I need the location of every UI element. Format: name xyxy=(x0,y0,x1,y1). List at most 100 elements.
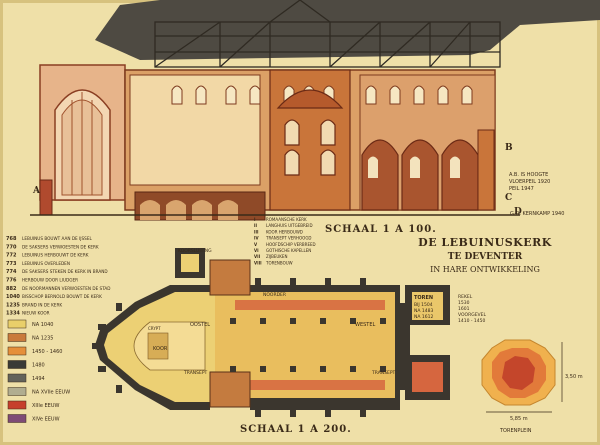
dim-height: 3,50 m xyxy=(565,374,583,380)
section-legend-text: TRANSEPT VERHOOGD xyxy=(265,236,312,241)
crypt-section xyxy=(134,191,266,221)
section-legend-text: LANGHUIS UITGEBREID xyxy=(266,223,313,228)
annotation-line-3: PEIL 1947 xyxy=(509,186,534,192)
chronology-year: 1334 xyxy=(6,311,20,317)
title-line-2: TE DEVENTER xyxy=(448,252,523,262)
legend-swatch xyxy=(7,333,27,342)
chronology-year: 773 xyxy=(6,261,17,267)
chronology-text: LEBUINUS HERBOUWT DE KERK xyxy=(22,253,89,258)
plan-crypt xyxy=(147,332,169,360)
nave-arcade xyxy=(361,129,495,211)
signature: G.D. KERNKAMP 1940 xyxy=(510,211,564,217)
legend-swatch xyxy=(7,346,27,356)
chronology-year: 882 xyxy=(6,286,17,292)
section-legend-letter: VI xyxy=(254,248,259,253)
label-tower-side: REKEL xyxy=(458,294,473,300)
plan-north-aisle xyxy=(235,300,385,310)
plan-north-transept xyxy=(209,259,251,296)
chronology-row: 882 DE NOORMANNEN VERWOESTEN DE STAD xyxy=(6,286,111,292)
label-tower-side-year-2: 1601 xyxy=(458,306,470,312)
scale-bottom: SCHAAL 1 A 200. xyxy=(240,424,352,435)
section-legend-row: V HOOFDSCHIP VERBREED xyxy=(254,242,316,247)
chronology-text: NIEUW KOOR xyxy=(22,311,50,316)
roof-shadow xyxy=(95,0,600,60)
legend-row: XIIIe EEUW xyxy=(7,400,59,410)
legend-row: 1480 xyxy=(7,360,45,369)
legend-row: 1450 - 1460 xyxy=(7,346,62,356)
section-legend-row: III KOOR HERBOUWD xyxy=(254,229,303,234)
chronology-text: DE SAKSERS STEKEN DE KERK IN BRAND xyxy=(22,269,108,274)
label-toren: TOREN xyxy=(414,295,433,301)
section-legend-row: VII ZIJBEUKEN xyxy=(254,254,287,259)
chronology-year: 1040 xyxy=(6,294,20,300)
chronology-row: 774 DE SAKSERS STEKEN DE KERK IN BRAND xyxy=(6,269,108,275)
legend-label: 1450 - 1460 xyxy=(32,349,62,355)
section-legend-text: GOTHISCHE KAPELLEN xyxy=(266,248,311,253)
label-tower-side-range: 1410 - 1450 xyxy=(458,318,486,324)
chronology-text: BISSCHOP BERNOLD BOUWT DE KERK xyxy=(22,294,102,299)
section-legend-row: VI GOTHISCHE KAPELLEN xyxy=(254,248,311,253)
roof-truss xyxy=(154,0,501,68)
label-tower-side-year-1: 1530 xyxy=(458,300,470,306)
legend-swatch xyxy=(7,319,27,329)
label-toren-year-2: NA 1483 xyxy=(414,308,433,314)
crossing-arches xyxy=(276,89,344,176)
section-legend-text: KOOR HERBOUWD xyxy=(266,229,303,234)
color-legend: NA 1040 NA 1235 1450 - 1460 1480 1494 NA XVII… xyxy=(7,319,70,423)
gothic-choir-bay xyxy=(39,64,126,216)
plan-south-transept xyxy=(209,371,251,408)
section-legend-letter: I xyxy=(254,217,256,222)
section-legend-text: HOOFDSCHIP VERBREED xyxy=(266,242,316,247)
chronology-year: 776 xyxy=(6,278,17,284)
plan-buttresses xyxy=(92,278,366,417)
chronology-year: 772 xyxy=(6,253,17,259)
label-noorder: NOORDER xyxy=(263,292,286,298)
section-legend-letter: VII xyxy=(254,254,261,259)
section-legend-letter: VIII xyxy=(254,260,262,265)
legend-label: 1494 xyxy=(32,376,45,382)
mark-d: D xyxy=(514,207,522,217)
chronology-year: 1235 xyxy=(6,302,20,308)
label-transept-n: TRANSEPT xyxy=(183,370,208,376)
plan-choir xyxy=(133,321,206,371)
chronology-text: DE NOORMANNEN VERWOESTEN DE STAD xyxy=(22,286,111,291)
legend-row: NA 1040 xyxy=(7,319,53,329)
mark-b: B xyxy=(505,143,513,153)
annotation-line-2: VLOERPEIL 1920 xyxy=(509,179,550,185)
chronology-text: BRAND IN DE KERK xyxy=(22,302,62,307)
legend-swatch xyxy=(7,400,27,410)
chronology-year: 770 xyxy=(6,244,17,250)
legend-swatch xyxy=(7,373,27,383)
legend-label: NA XVIIe EEUW xyxy=(32,390,70,396)
legend-row: NA XVIIe EEUW xyxy=(7,387,70,396)
torenplein-diagram: 3,50 m 5,85 m TORENPLEIN xyxy=(481,339,583,434)
section-legend-row: II LANGHUIS UITGEBREID xyxy=(254,223,313,228)
chronology-year: 774 xyxy=(6,269,17,275)
legend-swatch xyxy=(7,360,27,369)
legend-label: NA 1235 xyxy=(32,336,53,342)
section-legend-text: ROMAANSCHE KERK xyxy=(266,217,307,222)
label-koorsluiting: KOORSLUITING xyxy=(178,248,212,254)
section-legend-text: ZIJBEUKEN xyxy=(266,254,287,259)
annotation-line-1: A.B. IS HOOGTE xyxy=(509,172,548,178)
label-toren-year-1: BIJ 1504 xyxy=(414,302,433,308)
section-legend-text: TORENBOUW xyxy=(265,260,293,265)
section-legend-letter: III xyxy=(254,229,259,234)
chronology-row: 772 LEBUINUS HERBOUWT DE KERK xyxy=(6,253,89,259)
chronology-text: HERBOUW DOOR LIUDGER xyxy=(22,278,78,283)
section-legend-letter: V xyxy=(254,242,258,247)
section-legend-letter: II xyxy=(254,223,257,228)
label-transept-s: TRANSEPT xyxy=(371,370,396,376)
title-line-1: DE LEBUINUSKERK xyxy=(418,236,552,249)
label-oostel: OOSTEL xyxy=(190,322,210,328)
mark-c: C xyxy=(505,193,512,203)
chronology-year: 768 xyxy=(6,236,17,242)
section-drawing: A B C D A.B. IS HOOGTE VLOERPEIL 1920 PE… xyxy=(30,0,600,235)
plan-piers xyxy=(230,318,386,372)
